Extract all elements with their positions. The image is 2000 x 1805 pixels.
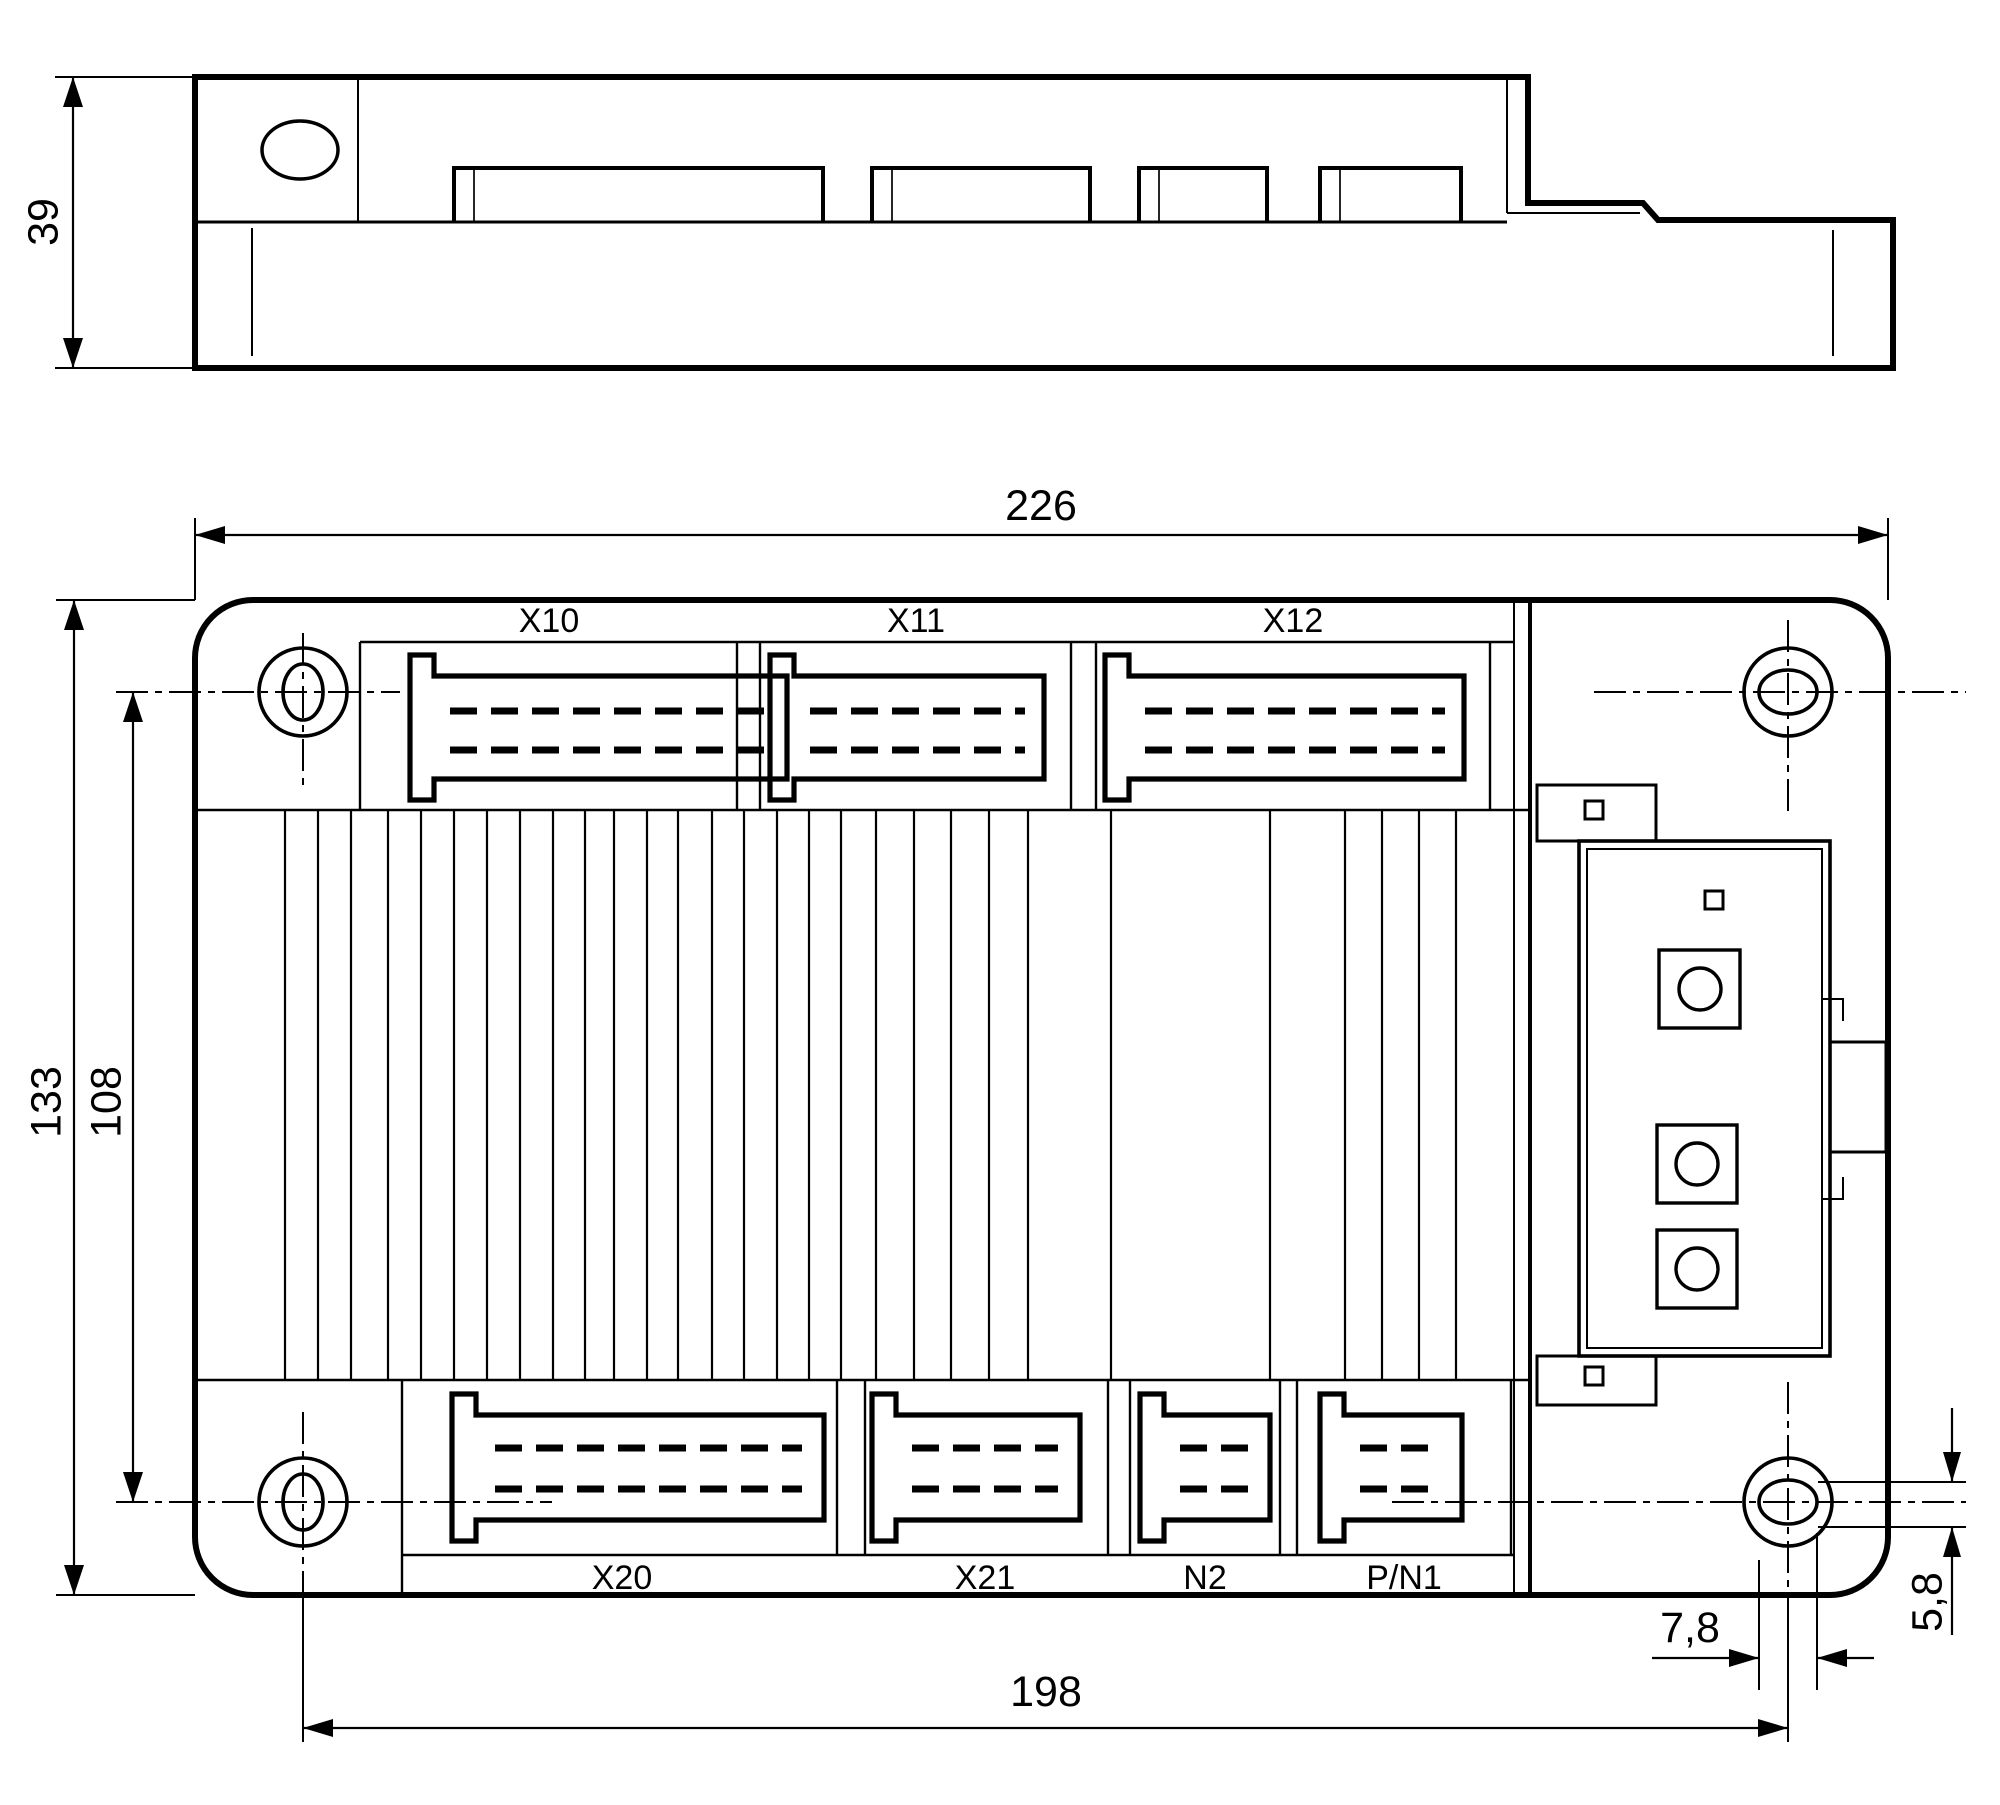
connector-plug-n2 bbox=[1137, 1391, 1273, 1544]
terminal-screw-3 bbox=[1674, 1246, 1720, 1292]
terminal-screw-1 bbox=[1677, 966, 1723, 1012]
dimension-108 bbox=[123, 692, 143, 1502]
connector-label-x21: X21 bbox=[955, 1559, 1016, 1597]
front-view bbox=[56, 518, 1966, 1742]
connector-label-x12: X12 bbox=[1263, 602, 1324, 640]
connector-pins-top-row bbox=[450, 707, 1445, 754]
screw-hole-bottom-right bbox=[1392, 1382, 1966, 1742]
side-view-mounting-hole bbox=[260, 119, 340, 181]
dim-198-extension-lines bbox=[302, 1600, 1789, 1742]
terminal-pad-3 bbox=[1655, 1228, 1739, 1310]
connector-label-n2: N2 bbox=[1183, 1559, 1226, 1597]
terminal-block-top-tab-hole bbox=[1583, 799, 1605, 821]
dim-133-extension-lines bbox=[56, 599, 195, 1596]
connector-bump-1 bbox=[452, 166, 825, 222]
terminal-block-side-lug bbox=[1830, 1040, 1888, 1154]
dim-39-extension-lines bbox=[55, 76, 195, 369]
top-connector-row-lines bbox=[195, 640, 1530, 812]
terminal-pad-1 bbox=[1657, 948, 1742, 1030]
connector-plug-x11 bbox=[767, 652, 1047, 803]
screw-hole-top-left bbox=[116, 633, 400, 788]
dim-226-label: 226 bbox=[1005, 482, 1077, 530]
dim-5-8-arrowheads bbox=[1943, 1452, 1961, 1557]
terminal-screw-2 bbox=[1674, 1141, 1720, 1187]
dim-5-8-extension-lines bbox=[1818, 1481, 1966, 1528]
dim-5-8-label: 5,8 bbox=[1903, 1572, 1951, 1632]
connector-label-x11: X11 bbox=[887, 602, 945, 640]
dimension-198 bbox=[302, 1600, 1789, 1742]
cooling-fins bbox=[283, 810, 1458, 1380]
dim-133-label: 133 bbox=[22, 1066, 70, 1138]
connector-label-x10: X10 bbox=[519, 602, 580, 640]
screw-hole-top-right-centerlines bbox=[1594, 620, 1966, 815]
bottom-connector-row-lines bbox=[195, 1378, 1530, 1595]
terminal-block-bottom-tab-hole bbox=[1583, 1365, 1605, 1387]
dimension-7-8 bbox=[1652, 1533, 1874, 1690]
dimension-133 bbox=[56, 599, 195, 1596]
terminal-block-keying-hole bbox=[1703, 889, 1725, 911]
terminal-block-side-notches bbox=[1823, 998, 1844, 1200]
connector-plug-x10 bbox=[407, 652, 790, 803]
connector-label-x20: X20 bbox=[592, 1559, 653, 1597]
dim-226-extension-lines bbox=[194, 518, 1889, 600]
connector-plug-x20 bbox=[449, 1391, 827, 1544]
connector-label-pn1: P/N1 bbox=[1366, 1559, 1442, 1597]
screw-hole-bottom-left bbox=[116, 1412, 552, 1742]
dim-7-8-label: 7,8 bbox=[1660, 1604, 1720, 1652]
terminal-block-body-outer bbox=[1577, 839, 1832, 1358]
dim-7-8-arrowheads bbox=[1729, 1649, 1847, 1667]
connector-plug-pn1 bbox=[1317, 1391, 1465, 1544]
connector-bump-2 bbox=[870, 166, 1092, 222]
connector-pins-bottom-row bbox=[495, 1444, 1442, 1493]
side-view-outline bbox=[192, 74, 1896, 371]
dimension-39 bbox=[55, 76, 195, 369]
screw-hole-bottom-right-centerlines bbox=[1392, 1382, 1966, 1742]
dim-108-label: 108 bbox=[82, 1066, 130, 1138]
connector-bump-3 bbox=[1137, 166, 1269, 222]
connector-bump-4 bbox=[1318, 166, 1463, 222]
dim-198-label: 198 bbox=[1010, 1668, 1082, 1716]
dimension-226 bbox=[194, 518, 1889, 600]
power-terminal-block bbox=[1535, 783, 1888, 1407]
side-view bbox=[55, 74, 1896, 371]
terminal-block-top-tab bbox=[1535, 783, 1658, 843]
dim-7-8-extension-lines bbox=[1758, 1533, 1818, 1690]
connector-plug-x21 bbox=[869, 1391, 1083, 1544]
terminal-block-body-inner bbox=[1586, 848, 1823, 1349]
screw-hole-top-right bbox=[1594, 620, 1966, 815]
side-view-inner-lines bbox=[251, 77, 1834, 356]
dimension-5-8 bbox=[1818, 1408, 1966, 1635]
front-view-outline bbox=[192, 597, 1891, 1598]
connector-plug-x12 bbox=[1102, 652, 1467, 803]
terminal-block-bottom-tab bbox=[1535, 1354, 1658, 1407]
connector-bump-taper-lines bbox=[473, 168, 1341, 222]
dim-39-arrowheads bbox=[63, 77, 83, 368]
screw-hole-bottom-left-centerlines bbox=[116, 1412, 552, 1742]
dim-39-label: 39 bbox=[19, 198, 67, 246]
terminal-pad-2 bbox=[1655, 1123, 1739, 1205]
screw-hole-top-left-centerlines bbox=[116, 633, 400, 788]
